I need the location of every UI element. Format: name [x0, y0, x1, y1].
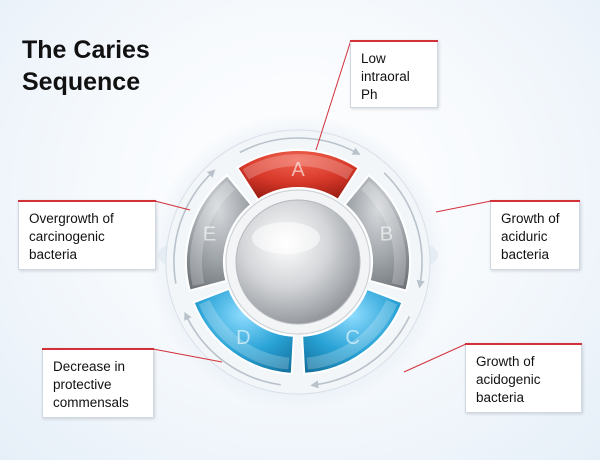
callout-a-line-1: Low — [361, 51, 386, 66]
segment-d — [192, 287, 295, 375]
callout-accent-bar — [490, 200, 580, 202]
page-title: The Caries Sequence — [22, 34, 150, 98]
callout-accent-bar — [465, 343, 582, 345]
connector-lines — [152, 39, 492, 373]
cycle-arc — [173, 172, 213, 284]
callout-d: Decrease in protective commensals — [42, 348, 154, 418]
callout-c-line-3: bacteria — [476, 390, 525, 405]
callout-connector — [152, 348, 223, 363]
segment-gloss — [361, 180, 406, 286]
callout-c-line-1: Growth of — [476, 354, 535, 369]
cycle-arrow-ring — [173, 137, 425, 389]
callout-connector — [435, 200, 492, 213]
cycle-arrowhead-icon — [206, 169, 216, 178]
callout-accent-bar — [18, 200, 156, 202]
callout-connector — [154, 200, 191, 211]
callout-e-line-2: carcinogenic — [29, 229, 105, 244]
callout-d-line-1: Decrease in — [53, 359, 126, 374]
callout-a-line-3: Ph — [361, 87, 378, 102]
segment-c — [301, 287, 404, 375]
segment-e — [185, 173, 253, 292]
cycle-arrowhead-icon — [310, 380, 319, 389]
callout-b-line-1: Growth of — [501, 211, 560, 226]
callout-b: Growth of aciduric bacteria — [490, 200, 580, 270]
callout-a-line-2: intraoral — [361, 69, 410, 84]
segment-gloss — [198, 299, 290, 370]
callout-d-line-3: commensals — [53, 395, 129, 410]
callout-e-line-3: bacteria — [29, 247, 78, 262]
callout-b-line-3: bacteria — [501, 247, 550, 262]
callout-c-line-2: acidogenic — [476, 372, 541, 387]
cycle-arrowhead-icon — [416, 279, 425, 289]
segment-ring: A B C D E — [185, 149, 411, 375]
segment-gloss — [306, 299, 398, 370]
cycle-arc — [185, 316, 281, 386]
cycle-arrowhead-icon — [184, 311, 192, 321]
title-line-2: Sequence — [22, 68, 141, 96]
segment-b-letter: B — [380, 223, 393, 245]
title-line-1: The Caries — [22, 36, 150, 64]
segment-b — [343, 173, 411, 292]
segment-c-letter: C — [345, 327, 359, 349]
segment-gloss — [189, 180, 235, 286]
callout-e-line-1: Overgrowth of — [29, 211, 114, 226]
callout-a: Low intraoral Ph — [350, 40, 438, 108]
callout-connector — [315, 39, 352, 151]
callout-d-line-2: protective — [53, 377, 112, 392]
segment-e-letter: E — [203, 223, 216, 245]
segment-a — [235, 149, 361, 202]
segment-gloss — [242, 154, 354, 180]
cycle-arc — [239, 137, 357, 154]
segment-d-letter: D — [236, 327, 250, 349]
callout-c: Growth of acidogenic bacteria — [465, 343, 582, 413]
callout-accent-bar — [350, 40, 438, 42]
cycle-arrowhead-icon — [351, 147, 361, 155]
cycle-arc — [315, 316, 411, 386]
cycle-arc — [383, 172, 423, 284]
segment-a-letter: A — [291, 159, 305, 181]
callout-e: Overgrowth of carcinogenic bacteria — [18, 200, 156, 270]
center-highlight — [252, 222, 320, 254]
callout-accent-bar — [42, 348, 154, 350]
callout-b-line-2: aciduric — [501, 229, 548, 244]
center-knob — [235, 199, 361, 325]
callout-connector — [403, 343, 467, 373]
